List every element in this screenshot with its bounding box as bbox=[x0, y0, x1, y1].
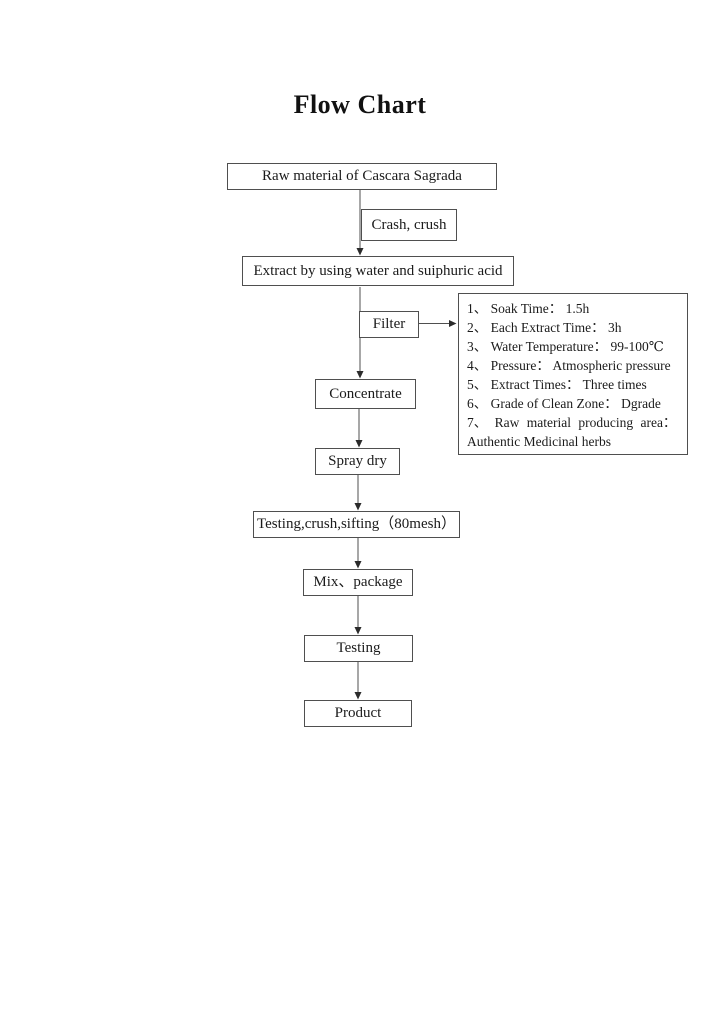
connector-testing-to-product bbox=[354, 662, 362, 700]
parameter-producing-area: 7、 Raw material producing area： bbox=[467, 415, 677, 430]
node-testing: Testing bbox=[304, 635, 413, 662]
connector-mix-to-testing bbox=[354, 596, 362, 635]
node-extract-label: Extract by using water and suiphuric aci… bbox=[253, 262, 503, 279]
parameter-pressure: 4、 Pressure： Atmospheric pressure bbox=[467, 358, 671, 373]
node-concentrate: Concentrate bbox=[315, 379, 416, 409]
connector-concentrate-to-spray bbox=[355, 409, 363, 448]
node-crash-crush-label: Crash, crush bbox=[371, 216, 447, 233]
node-mix-package: Mix、package bbox=[303, 569, 413, 596]
node-product: Product bbox=[304, 700, 412, 727]
node-testing-label: Testing bbox=[336, 640, 381, 657]
node-testing-crush-sifting-label: Testing,crush,sifting（80mesh） bbox=[257, 516, 456, 533]
node-mix-package-label: Mix、package bbox=[313, 574, 403, 591]
parameter-extract-times: 5、 Extract Times： Three times bbox=[467, 377, 647, 392]
node-concentrate-label: Concentrate bbox=[329, 385, 402, 402]
parameter-soak-time: 1、 Soak Time： 1.5h bbox=[467, 301, 590, 316]
page-title: Flow Chart bbox=[293, 90, 427, 119]
connector-raw-to-extract bbox=[356, 190, 364, 256]
process-parameters-box: 1、 Soak Time： 1.5h 2、 Each Extract Time：… bbox=[458, 293, 688, 455]
connector-filter-to-parameters bbox=[419, 320, 457, 327]
node-crash-crush: Crash, crush bbox=[361, 209, 457, 241]
parameter-water-temp: 3、 Water Temperature： 99-100℃ bbox=[467, 339, 664, 354]
node-raw-material: Raw material of Cascara Sagrada bbox=[227, 163, 497, 190]
node-spray-dry-label: Spray dry bbox=[328, 453, 387, 470]
parameter-extract-time: 2、 Each Extract Time： 3h bbox=[467, 320, 622, 335]
connector-sifting-to-mix bbox=[354, 538, 362, 569]
node-filter-label: Filter bbox=[372, 316, 406, 333]
node-product-label: Product bbox=[334, 705, 382, 722]
node-spray-dry: Spray dry bbox=[315, 448, 400, 475]
node-testing-crush-sifting: Testing,crush,sifting（80mesh） bbox=[253, 511, 460, 538]
node-filter: Filter bbox=[359, 311, 419, 338]
node-extract: Extract by using water and suiphuric aci… bbox=[242, 256, 514, 286]
node-raw-material-label: Raw material of Cascara Sagrada bbox=[262, 168, 462, 185]
parameter-clean-zone: 6、 Grade of Clean Zone： Dgrade bbox=[467, 396, 661, 411]
connector-spray-to-sifting bbox=[354, 475, 362, 511]
parameter-producing-area-cont: Authentic Medicinal herbs bbox=[467, 434, 611, 449]
